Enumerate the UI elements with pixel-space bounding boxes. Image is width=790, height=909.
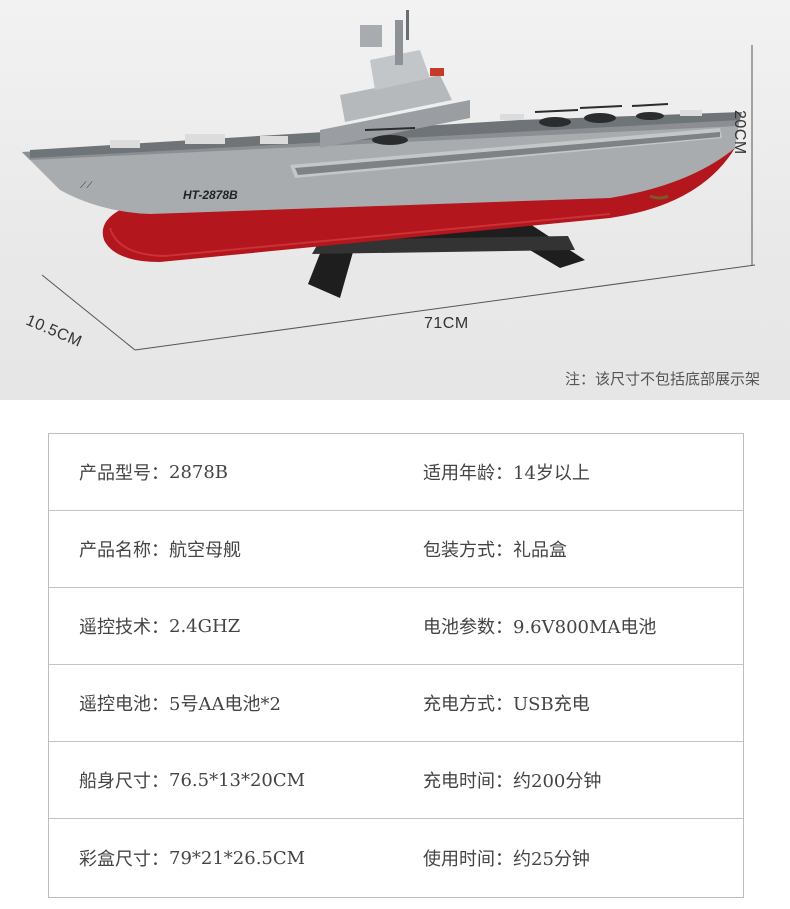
bow-icon: ⟋⟋ — [80, 180, 93, 190]
spec-label: 彩盒尺寸： — [79, 849, 169, 870]
spec-label: 遥控技术： — [79, 617, 169, 638]
width-dimension-label: 71CM — [424, 315, 469, 332]
spec-row: 船身尺寸：76.5*13*20CM 充电时间：约200分钟 — [49, 742, 743, 819]
spec-value: 9.6V800MA电池 — [513, 617, 657, 638]
size-note: 注：该尺寸不包括底部展示架 — [564, 370, 760, 388]
aircraft-carrier-illustration: HT-2878B ⟋⟋ — [22, 10, 756, 351]
spec-value: 79*21*26.5CM — [169, 847, 306, 869]
spec-label: 船身尺寸： — [79, 771, 169, 792]
spec-value: 航空母舰 — [169, 540, 241, 561]
spec-row: 产品名称：航空母舰 包装方式：礼品盒 — [49, 511, 743, 588]
propeller — [649, 194, 669, 200]
spec-cell: 电池参数：9.6V800MA电池 — [396, 613, 743, 639]
spec-cell: 彩盒尺寸：79*21*26.5CM — [49, 845, 396, 871]
product-hero: HT-2878B ⟋⟋ 71CM 10.5CM 20CM 注：该尺寸不包括底部展… — [0, 0, 790, 400]
spec-label: 充电时间： — [423, 771, 513, 792]
spec-cell: 遥控技术：2.4GHZ — [49, 613, 396, 639]
spec-cell: 产品名称：航空母舰 — [49, 536, 396, 562]
spec-label: 充电方式： — [423, 694, 513, 715]
spec-value: 5号AA电池*2 — [169, 694, 281, 715]
height-dimension-label: 20CM — [731, 110, 748, 155]
spec-row: 彩盒尺寸：79*21*26.5CM 使用时间：约25分钟 — [49, 819, 743, 897]
spec-cell: 包装方式：礼品盒 — [396, 536, 743, 562]
spec-row: 产品型号：2878B 适用年龄：14岁以上 — [49, 434, 743, 511]
spec-cell: 充电时间：约200分钟 — [396, 767, 743, 793]
spec-cell: 遥控电池：5号AA电池*2 — [49, 690, 396, 716]
island-superstructure — [320, 10, 470, 148]
spec-label: 使用时间： — [423, 849, 513, 870]
spec-cell: 船身尺寸：76.5*13*20CM — [49, 767, 396, 793]
spec-label: 包装方式： — [423, 540, 513, 561]
spec-cell: 使用时间：约25分钟 — [396, 845, 743, 871]
spec-label: 产品名称： — [79, 540, 169, 561]
deck-helicopters — [364, 103, 669, 145]
spec-label: 适用年龄： — [423, 463, 513, 484]
depth-dimension-line — [41, 274, 136, 351]
spec-value: 2878B — [169, 461, 229, 483]
deck-equipment — [110, 110, 702, 148]
spec-row: 遥控电池：5号AA电池*2 充电方式：USB充电 — [49, 665, 743, 742]
spec-value: 礼品盒 — [513, 540, 567, 561]
spec-value: 14岁以上 — [513, 463, 590, 484]
hull-marking: HT-2878B — [183, 188, 238, 202]
spec-value: 约200分钟 — [513, 771, 602, 792]
spec-value: USB充电 — [513, 694, 590, 715]
spec-cell: 适用年龄：14岁以上 — [396, 459, 743, 485]
width-dimension-line — [134, 264, 756, 351]
spec-label: 遥控电池： — [79, 694, 169, 715]
spec-cell: 充电方式：USB充电 — [396, 690, 743, 716]
spec-value: 76.5*13*20CM — [169, 769, 306, 791]
spec-label: 电池参数： — [423, 617, 513, 638]
spec-label: 产品型号： — [79, 463, 169, 484]
spec-table: 产品型号：2878B 适用年龄：14岁以上 产品名称：航空母舰 包装方式：礼品盒… — [48, 433, 744, 898]
spec-value: 2.4GHZ — [169, 615, 241, 637]
spec-cell: 产品型号：2878B — [49, 459, 396, 485]
spec-row: 遥控技术：2.4GHZ 电池参数：9.6V800MA电池 — [49, 588, 743, 665]
spec-value: 约25分钟 — [513, 849, 590, 870]
